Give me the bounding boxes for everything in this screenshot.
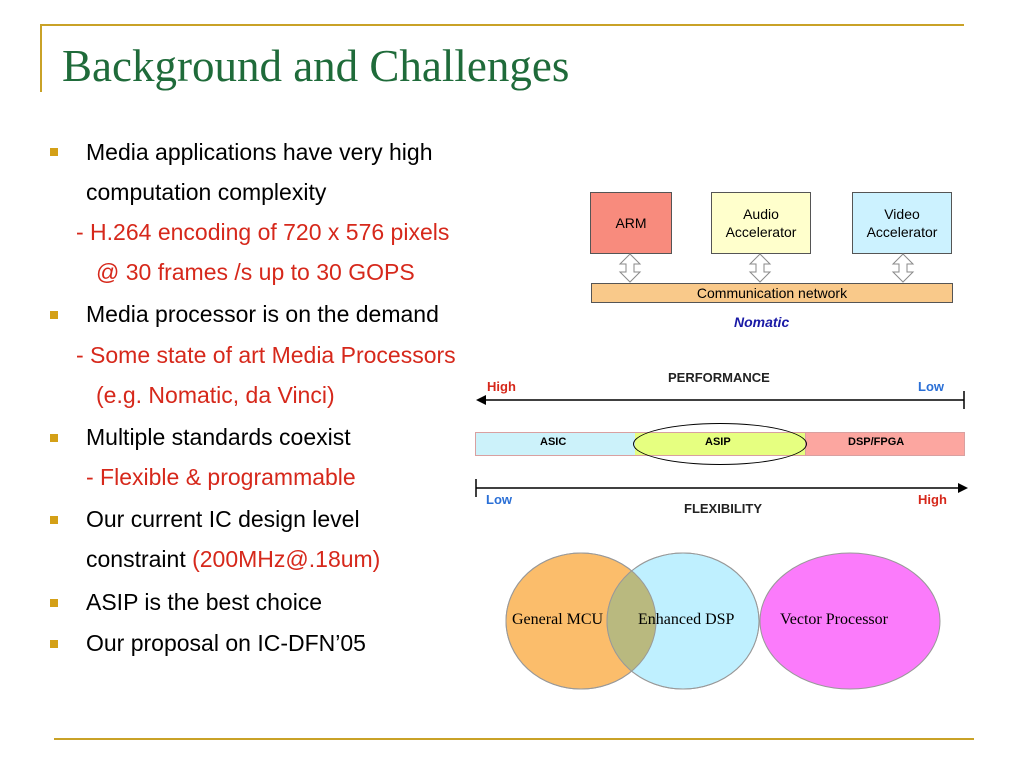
- audio-accelerator-block: Audio Accelerator: [711, 192, 811, 254]
- bullet-square-icon: [50, 434, 58, 442]
- bullet-4-line-1: Our current IC design level: [86, 506, 360, 532]
- enhanced-dsp-label: Enhanced DSP: [638, 611, 735, 628]
- bus-label: Communication network: [696, 285, 848, 301]
- bullet-5-line-1: ASIP is the best choice: [86, 589, 323, 615]
- left-rule: [40, 24, 42, 92]
- double-arrow-icon: [748, 253, 772, 283]
- bullet-1-sub-2: @ 30 frames /s up to 30 GOPS: [96, 259, 415, 285]
- asic-band: [475, 432, 637, 456]
- left-arrowhead-icon: [476, 395, 486, 405]
- double-arrow-icon: [618, 253, 642, 283]
- nomatic-caption: Nomatic: [734, 314, 790, 330]
- bullet-square-icon: [50, 516, 58, 524]
- audio-label-line-1: Audio: [743, 206, 779, 222]
- flexibility-label: FLEXIBILITY: [684, 501, 762, 516]
- communication-network-bus: Communication network: [591, 283, 953, 303]
- asip-label: ASIP: [705, 436, 731, 448]
- general-mcu-label: General MCU: [512, 611, 604, 628]
- constraint-value: (200MHz@.18um): [192, 546, 381, 572]
- arm-block: ARM: [590, 192, 672, 254]
- flexibility-high-label: High: [918, 492, 947, 507]
- bullet-1-sub-1: - H.264 encoding of 720 x 576 pixels: [76, 219, 450, 245]
- vector-processor-label: Vector Processor: [780, 611, 888, 628]
- dsp-fpga-label: DSP/FPGA: [848, 436, 905, 448]
- bullet-3-line-1: Multiple standards coexist: [86, 424, 351, 450]
- bus-arrows: [618, 253, 915, 283]
- asic-label: ASIC: [540, 436, 567, 448]
- bullet-6-line-1: Our proposal on IC-DFN’05: [86, 630, 366, 656]
- performance-low-label: Low: [918, 379, 944, 394]
- asip-highlight-ellipse: [633, 423, 807, 465]
- constraint-label: constraint: [86, 546, 193, 572]
- audio-label-line-2: Accelerator: [725, 224, 797, 240]
- bullet-1-line-1: Media applications have very high: [86, 139, 433, 165]
- performance-high-label: High: [487, 379, 516, 394]
- bullet-2-line-1: Media processor is on the demand: [86, 301, 439, 327]
- flexibility-low-label: Low: [486, 492, 512, 507]
- bullet-square-icon: [50, 599, 58, 607]
- right-arrowhead-icon: [958, 483, 968, 493]
- bullet-square-icon: [50, 640, 58, 648]
- performance-label: PERFORMANCE: [668, 370, 770, 385]
- bullet-4-line-2: constraint (200MHz@.18um): [86, 545, 380, 573]
- bottom-rule: [54, 738, 974, 740]
- bullet-square-icon: [50, 311, 58, 319]
- bullet-1-line-2: computation complexity: [86, 179, 327, 205]
- bullet-2-sub-2: (e.g. Nomatic, da Vinci): [96, 382, 335, 408]
- video-label-line-2: Accelerator: [866, 224, 938, 240]
- double-arrow-icon: [891, 253, 915, 283]
- bullet-square-icon: [50, 148, 58, 156]
- bullet-3-sub-1: - Flexible & programmable: [86, 464, 356, 490]
- bullet-2-sub-1: - Some state of art Media Processors: [76, 342, 456, 368]
- tradeoff-lines: [475, 391, 968, 497]
- video-label-line-1: Video: [884, 206, 920, 222]
- venn-shapes: [505, 552, 941, 690]
- arm-label: ARM: [615, 215, 647, 231]
- video-accelerator-block: Video Accelerator: [852, 192, 952, 254]
- vector-processor-ellipse: [759, 552, 941, 690]
- page-title: Background and Challenges: [62, 41, 570, 91]
- top-rule: [40, 24, 964, 26]
- mcu-dsp-overlap: [607, 553, 656, 689]
